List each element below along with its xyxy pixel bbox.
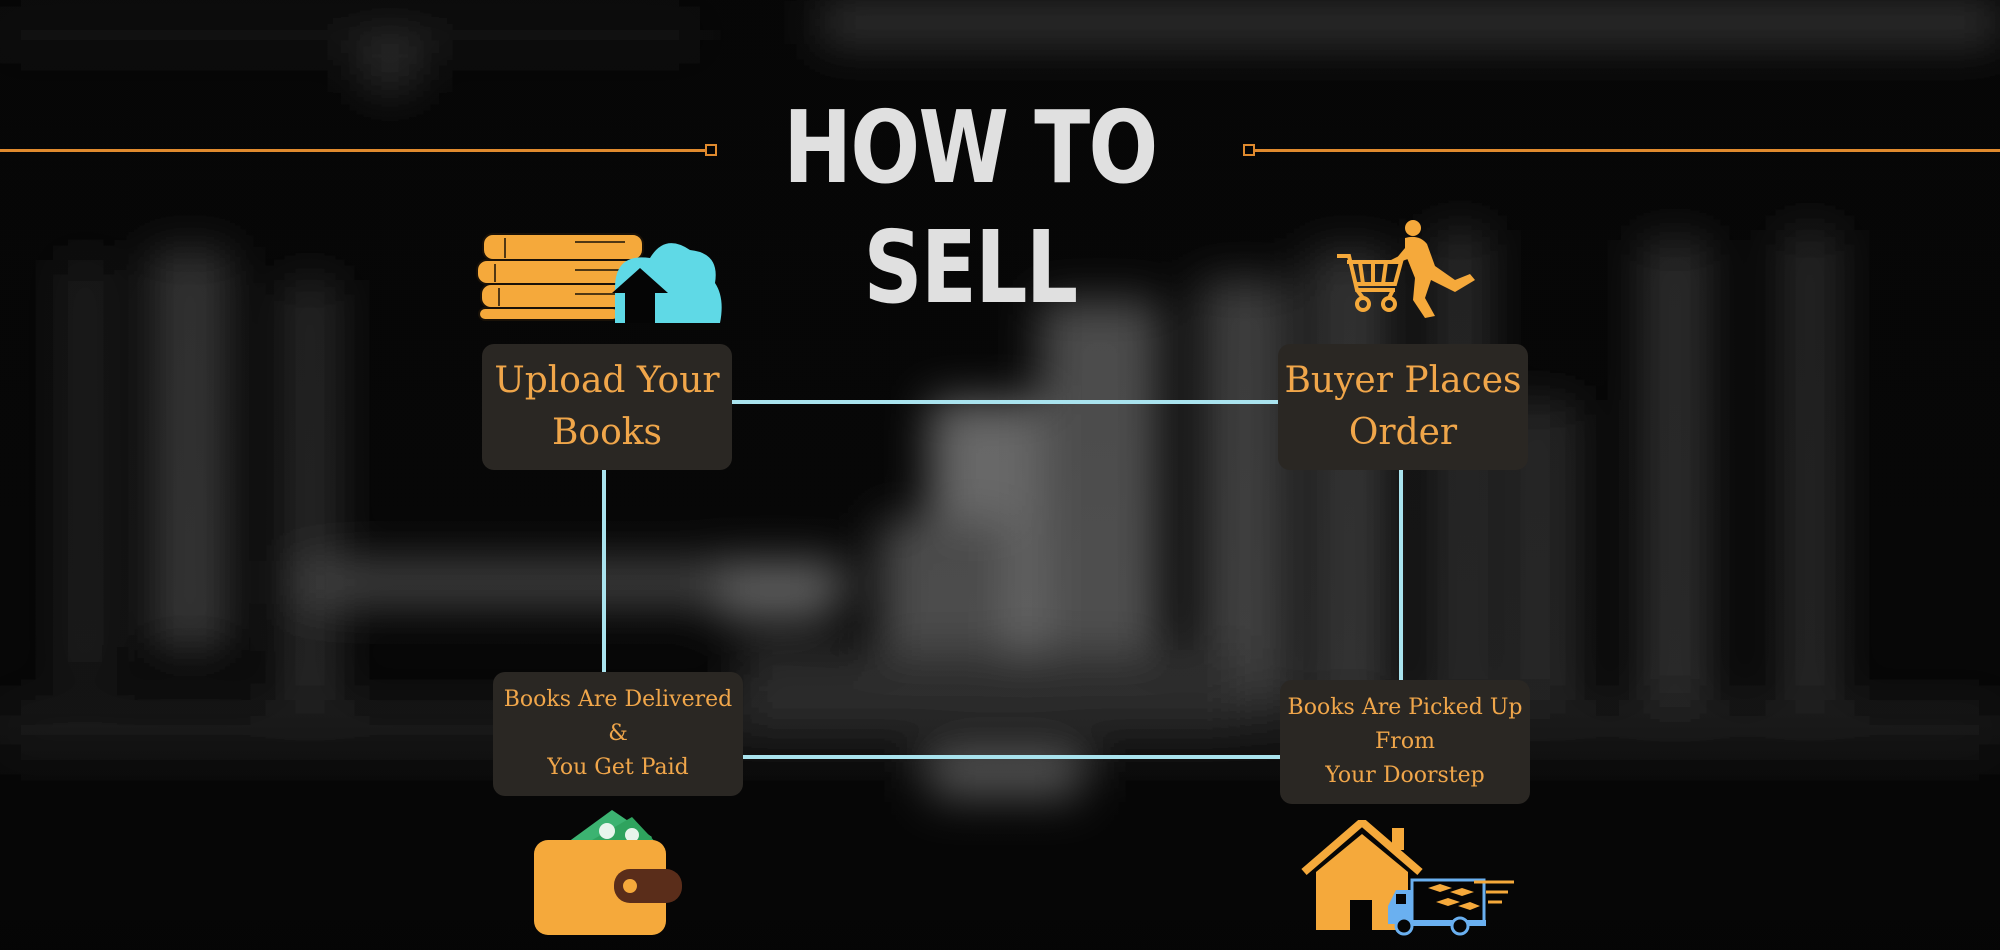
step-picked-up-label: Books Are Picked Up From Your Doorstep — [1288, 691, 1523, 793]
step-buyer-places-order: Buyer Places Order — [1278, 344, 1528, 470]
step-delivered-paid: Books Are Delivered & You Get Paid — [493, 672, 743, 796]
title-right-rule-end — [1243, 144, 1255, 156]
page-title: HOW TO SELL — [749, 88, 1192, 328]
connector-bottom — [742, 755, 1282, 759]
step-delivered-paid-label: Books Are Delivered & You Get Paid — [504, 683, 733, 785]
step-buyer-places-order-label: Buyer Places Order — [1284, 355, 1521, 459]
books-cloud-upload-icon — [475, 228, 725, 323]
wallet-money-icon — [532, 805, 682, 935]
title-right-rule — [1255, 149, 2000, 152]
connector-right — [1399, 470, 1403, 680]
step-picked-up: Books Are Picked Up From Your Doorstep — [1280, 680, 1530, 804]
house-delivery-truck-icon — [1300, 820, 1520, 938]
title-left-rule-end — [705, 144, 717, 156]
title-left-rule — [0, 149, 705, 152]
connector-top — [732, 400, 1278, 404]
shopper-cart-icon — [1335, 218, 1485, 320]
step-upload-books: Upload Your Books — [482, 344, 732, 470]
connector-left — [602, 470, 606, 672]
step-upload-books-label: Upload Your Books — [494, 355, 719, 459]
